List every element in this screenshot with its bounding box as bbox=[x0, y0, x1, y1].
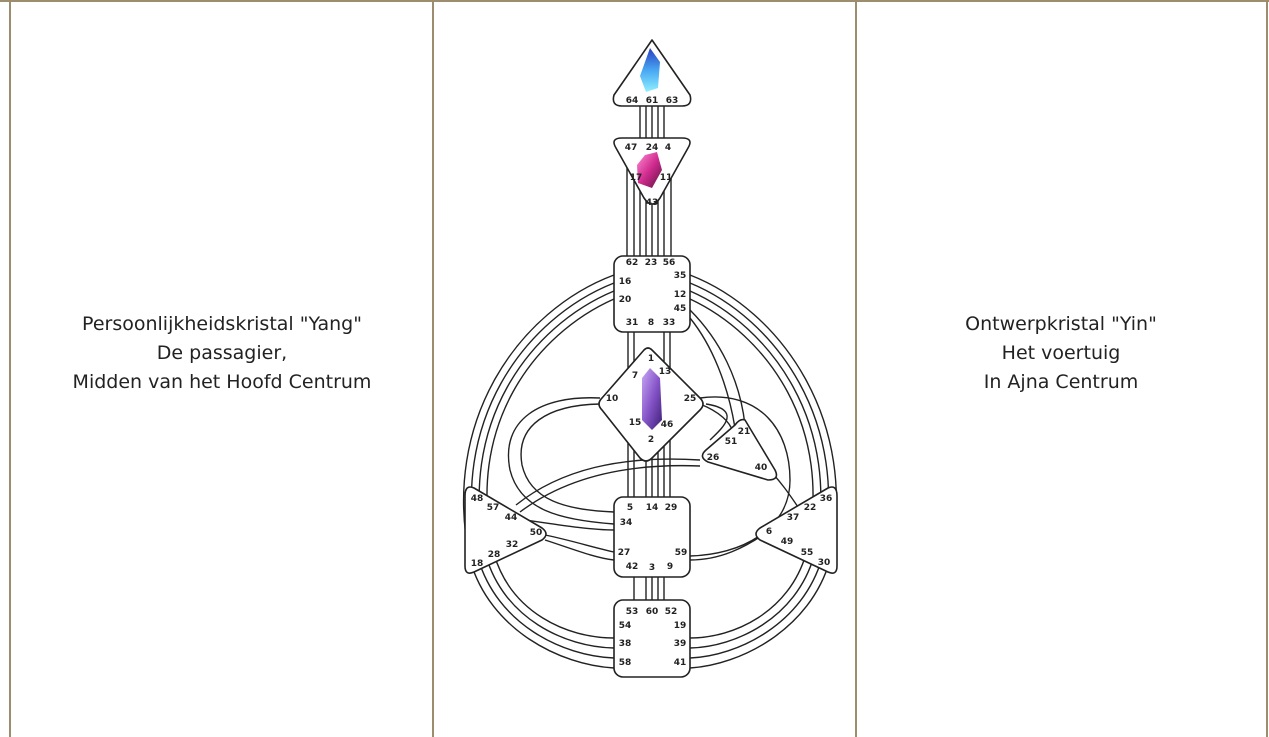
left-border bbox=[9, 0, 11, 737]
gate-22: 22 bbox=[804, 503, 817, 513]
gate-31: 31 bbox=[626, 318, 639, 328]
gate-32: 32 bbox=[506, 540, 519, 550]
gate-27: 27 bbox=[618, 548, 631, 558]
gate-7: 7 bbox=[632, 371, 638, 381]
gate-49: 49 bbox=[781, 537, 794, 547]
gate-11: 11 bbox=[660, 173, 673, 183]
gate-25: 25 bbox=[684, 394, 697, 404]
right-caption: Ontwerpkristal "Yin" Het voertuig In Ajn… bbox=[851, 310, 1269, 397]
gate-39: 39 bbox=[674, 639, 687, 649]
left-caption: Persoonlijkheidskristal "Yang" De passag… bbox=[12, 310, 432, 397]
gate-14: 14 bbox=[646, 503, 659, 513]
gate-54: 54 bbox=[619, 621, 632, 631]
gate-13: 13 bbox=[659, 367, 672, 377]
gate-2: 2 bbox=[648, 435, 654, 445]
gate-18: 18 bbox=[471, 559, 484, 569]
gate-29: 29 bbox=[665, 503, 678, 513]
gate-62: 62 bbox=[626, 258, 639, 268]
gate-58: 58 bbox=[619, 658, 632, 668]
gate-52: 52 bbox=[665, 607, 678, 617]
gate-47: 47 bbox=[625, 143, 638, 153]
right-caption-line-2: Het voertuig bbox=[851, 339, 1269, 368]
gate-17: 17 bbox=[630, 173, 643, 183]
gate-9: 9 bbox=[667, 562, 673, 572]
gate-8: 8 bbox=[648, 318, 654, 328]
gate-15: 15 bbox=[629, 418, 642, 428]
gate-21: 21 bbox=[738, 427, 751, 437]
gate-57: 57 bbox=[487, 503, 500, 513]
gate-40: 40 bbox=[755, 463, 768, 473]
gate-44: 44 bbox=[505, 513, 518, 523]
gate-19: 19 bbox=[674, 621, 687, 631]
right-caption-line-3: In Ajna Centrum bbox=[851, 368, 1269, 397]
left-caption-line-3: Midden van het Hoofd Centrum bbox=[12, 368, 432, 397]
gate-59: 59 bbox=[675, 548, 688, 558]
crystal-g-icon bbox=[642, 368, 662, 430]
right-caption-line-1: Ontwerpkristal "Yin" bbox=[851, 310, 1269, 339]
gate-46: 46 bbox=[661, 420, 674, 430]
gate-43: 43 bbox=[646, 198, 659, 208]
gate-1: 1 bbox=[648, 354, 654, 364]
gate-16: 16 bbox=[619, 277, 632, 287]
gate-50: 50 bbox=[530, 528, 543, 538]
gate-36: 36 bbox=[820, 494, 833, 504]
gate-63: 63 bbox=[666, 96, 679, 106]
gate-60: 60 bbox=[646, 607, 659, 617]
gate-10: 10 bbox=[606, 394, 619, 404]
gate-38: 38 bbox=[619, 639, 632, 649]
gate-23: 23 bbox=[645, 258, 658, 268]
gate-42: 42 bbox=[626, 562, 639, 572]
gate-35: 35 bbox=[674, 271, 687, 281]
gate-34: 34 bbox=[620, 518, 633, 528]
gate-56: 56 bbox=[663, 258, 676, 268]
left-caption-line-1: Persoonlijkheidskristal "Yang" bbox=[12, 310, 432, 339]
gate-48: 48 bbox=[471, 494, 484, 504]
gate-51: 51 bbox=[725, 437, 738, 447]
gate-30: 30 bbox=[818, 558, 831, 568]
gate-41: 41 bbox=[674, 658, 687, 668]
gate-12: 12 bbox=[674, 290, 687, 300]
gate-4: 4 bbox=[665, 143, 671, 153]
gate-5: 5 bbox=[627, 503, 633, 513]
gate-20: 20 bbox=[619, 295, 632, 305]
bodygraph-diagram: 64 61 63 47 24 4 17 11 43 62 23 56 16 35… bbox=[434, 2, 855, 737]
gate-55: 55 bbox=[801, 548, 814, 558]
gate-61: 61 bbox=[646, 96, 659, 106]
gate-28: 28 bbox=[488, 550, 501, 560]
gate-3: 3 bbox=[649, 563, 655, 573]
left-caption-line-2: De passagier, bbox=[12, 339, 432, 368]
gate-64: 64 bbox=[626, 96, 639, 106]
gate-37: 37 bbox=[787, 513, 800, 523]
gate-45: 45 bbox=[674, 304, 687, 314]
gate-24: 24 bbox=[646, 143, 659, 153]
gate-53: 53 bbox=[626, 607, 639, 617]
gate-26: 26 bbox=[707, 453, 720, 463]
gate-6: 6 bbox=[766, 527, 772, 537]
gate-33: 33 bbox=[663, 318, 676, 328]
